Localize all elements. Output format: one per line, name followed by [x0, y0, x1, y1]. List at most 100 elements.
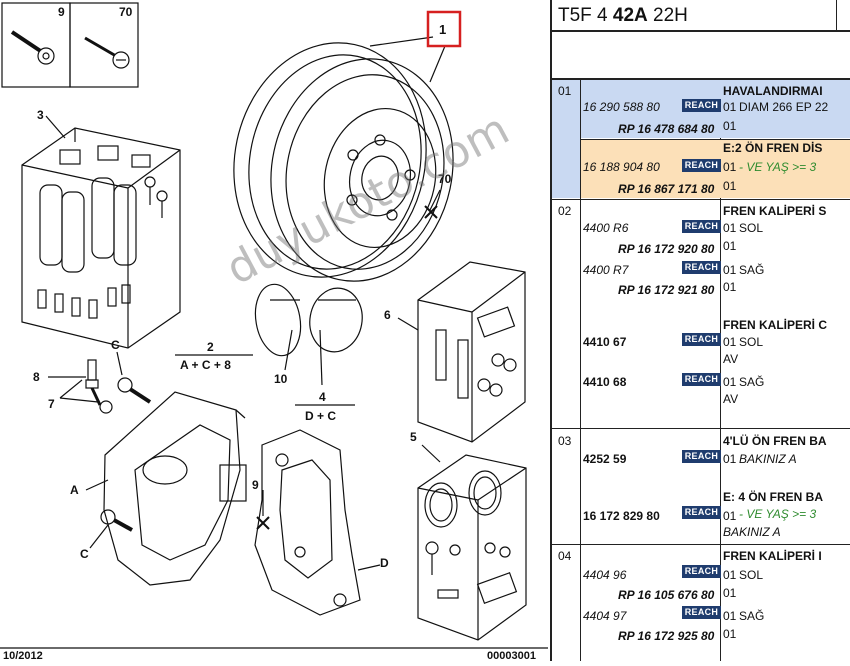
parts-list-panel: T5F 4 42A 22H 01 16 290 588 80 REACH 01 …	[550, 0, 850, 661]
exploded-parts-diagram: 9 70 1 3 70 2 A + C + 8 10 4 D + C 6 5 8…	[0, 2, 548, 662]
sub-ref[interactable]: RP 16 478 684 80	[618, 122, 715, 136]
part-desc-2: BAKINIZ A	[723, 525, 781, 539]
qty: 01	[723, 221, 737, 235]
callout-1[interactable]: 1	[439, 22, 447, 37]
part-desc: SOL	[739, 568, 764, 582]
model-code-bold: 42A	[612, 5, 648, 26]
qty: 01	[723, 609, 737, 623]
callout-c-top[interactable]: C	[111, 338, 120, 352]
part-desc-top: FREN KALİPERİ C	[723, 318, 828, 332]
brake-disc-drawing	[233, 42, 454, 282]
reach-badge: REACH	[682, 450, 721, 463]
sub-ref[interactable]: RP 16 105 676 80	[618, 588, 715, 602]
part-desc: BAKINIZ A	[739, 452, 797, 466]
callout-c-bottom[interactable]: C	[80, 547, 89, 561]
brake-pads-box-drawing	[21, 127, 181, 349]
callout-70[interactable]: 70	[438, 172, 452, 186]
part-desc: SOL	[739, 335, 764, 349]
callout-4-formula: D + C	[305, 409, 337, 423]
callout-4[interactable]: 4	[319, 390, 326, 404]
sub-ref[interactable]: RP 16 867 171 80	[618, 182, 715, 196]
group-num-04: 04	[558, 549, 572, 563]
qty: 01	[723, 160, 737, 174]
callout-9-box: 9	[58, 5, 65, 19]
group-num-03: 03	[558, 434, 572, 448]
sub-qty: 01	[723, 280, 737, 294]
sub-qty: 01	[723, 119, 737, 133]
qty: 01	[723, 509, 737, 523]
bleed-screw-drawing	[85, 359, 113, 414]
bolt-c-top-drawing	[117, 377, 152, 404]
part-ref[interactable]: 4410 67	[583, 335, 627, 349]
part-desc: SAĞ	[739, 263, 765, 277]
qty: 01	[723, 335, 737, 349]
callout-6[interactable]: 6	[384, 308, 391, 322]
callout-7[interactable]: 7	[48, 397, 55, 411]
part-ref[interactable]: 4404 96	[583, 568, 627, 582]
reach-badge: REACH	[682, 565, 721, 578]
part-ref[interactable]: 4410 68	[583, 375, 627, 389]
part-desc-top: E: 4 ÖN FREN BA	[723, 490, 824, 504]
qty: 01	[723, 375, 737, 389]
part-desc: SAĞ	[739, 609, 765, 623]
sub-qty: 01	[723, 586, 737, 600]
caliper-guide-box-drawing	[417, 261, 526, 443]
part-desc-top: E:2 ÖN FREN DİS	[723, 141, 823, 155]
part-ref[interactable]: 16 188 904 80	[583, 160, 660, 174]
part-desc: - VE YAŞ >= 3	[739, 160, 817, 174]
caliper-bracket-drawing	[254, 429, 361, 616]
screw-70-icon	[84, 36, 130, 69]
part-desc: - VE YAŞ >= 3	[739, 507, 817, 521]
reach-badge: REACH	[682, 99, 721, 112]
sub-qty: 01	[723, 179, 737, 193]
callout-a[interactable]: A	[70, 483, 79, 497]
part-ref[interactable]: 16 172 829 80	[583, 509, 660, 523]
group-num-02: 02	[558, 204, 572, 218]
qty: 01	[723, 263, 737, 277]
callout-2-formula: A + C + 8	[180, 358, 231, 372]
diagram-code: 00003001	[487, 650, 536, 662]
qty: 01	[723, 100, 737, 114]
model-code-suffix: 22H	[653, 5, 688, 26]
part-ref[interactable]: 4400 R7	[583, 263, 629, 277]
part-desc: DIAM 266 EP 22	[739, 100, 829, 114]
reach-badge: REACH	[682, 373, 721, 386]
sub-qty: 01	[723, 239, 737, 253]
sub-qty: 01	[723, 627, 737, 641]
screw-9-icon	[10, 30, 55, 65]
reach-badge: REACH	[682, 159, 721, 172]
part-ref[interactable]: 4400 R6	[583, 221, 629, 235]
callout-d[interactable]: D	[380, 556, 389, 570]
panel-header: T5F 4 42A 22H	[552, 0, 850, 32]
reach-badge: REACH	[682, 506, 721, 519]
reach-badge: REACH	[682, 261, 721, 274]
highlight-box-1	[426, 10, 462, 48]
reach-badge: REACH	[682, 220, 721, 233]
sub-ref[interactable]: RP 16 172 925 80	[618, 629, 715, 643]
part-ref[interactable]: 4252 59	[583, 452, 627, 466]
sub-ref[interactable]: RP 16 172 921 80	[618, 283, 715, 297]
callout-3[interactable]: 3	[37, 108, 44, 122]
callout-9[interactable]: 9	[252, 478, 259, 492]
part-ref[interactable]: 16 290 588 80	[583, 100, 660, 114]
part-desc-top: HAVALANDIRMAI	[723, 84, 823, 98]
qty: 01	[723, 452, 737, 466]
callout-8[interactable]: 8	[33, 370, 40, 384]
qty: 01	[723, 568, 737, 582]
model-code-prefix: T5F 4	[558, 5, 608, 26]
bolt-c-bottom-drawing	[100, 509, 133, 532]
part-ref[interactable]: 4404 97	[583, 609, 627, 623]
callout-70-box: 70	[119, 5, 133, 19]
part-desc-top: FREN KALİPERİ I	[723, 549, 822, 563]
callout-5[interactable]: 5	[410, 430, 417, 444]
springs-drawing	[254, 283, 363, 357]
seal-kit-box-drawing	[417, 454, 527, 641]
header-corner-box	[836, 0, 850, 30]
screw-box-70	[69, 2, 139, 88]
callout-2[interactable]: 2	[207, 340, 214, 354]
sub-ref[interactable]: RP 16 172 920 80	[618, 242, 715, 256]
callout-10[interactable]: 10	[274, 372, 288, 386]
caliper-body-drawing	[103, 391, 247, 586]
group-num-01: 01	[558, 84, 572, 98]
part-desc-top: 4'LÜ ÖN FREN BA	[723, 434, 827, 448]
